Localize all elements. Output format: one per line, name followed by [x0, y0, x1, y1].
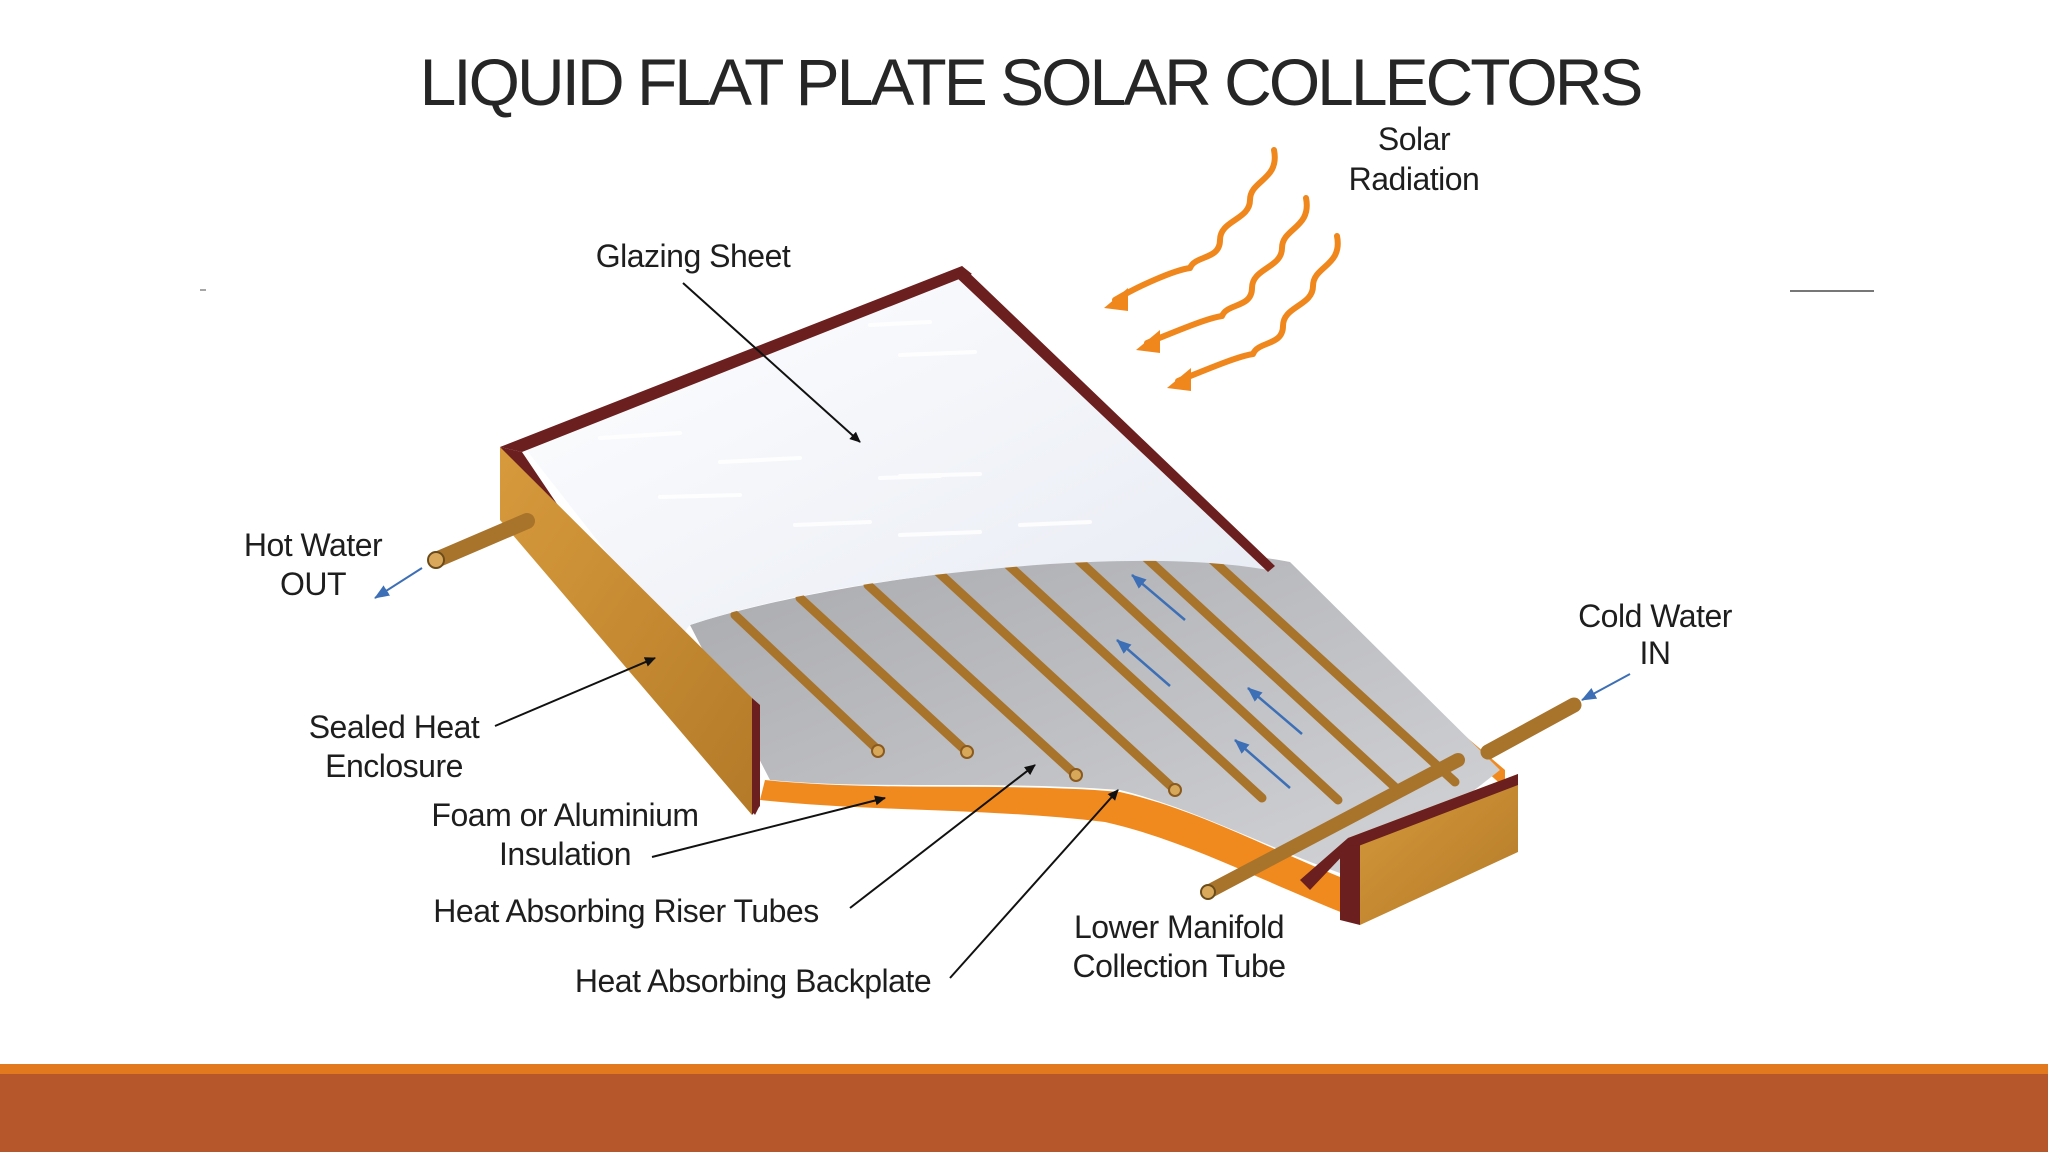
leader-lines [494, 282, 1119, 979]
frame-top-rim [500, 266, 972, 452]
footer-accent-stripe [0, 1064, 2048, 1074]
label-riser-tubes: Heat Absorbing Riser Tubes [433, 893, 818, 929]
cold-water-pipe [1480, 697, 1582, 760]
leader-glazing-sheet [682, 282, 861, 443]
label-manifold-line1: Lower Manifold [1074, 909, 1284, 945]
radiation-arrow-heads [1104, 288, 1191, 391]
cold-water-in-arrow [1581, 673, 1631, 701]
enclosure-right-side [1348, 774, 1518, 925]
riser-tube [795, 593, 972, 757]
frame-right-rim [955, 266, 1275, 572]
solar-radiation-arrows [1112, 147, 1341, 384]
radiation-arrow-head [1167, 368, 1191, 391]
riser-tube [863, 580, 1081, 780]
leader-sealed-heat [494, 657, 656, 727]
flow-arrow [1131, 574, 1186, 621]
lower-manifold-tube-end [1200, 884, 1216, 900]
water-flow-indicators [374, 567, 1631, 701]
riser-tube-ends [871, 744, 1182, 797]
enclosure-right-rim [1348, 774, 1518, 850]
leader-backplate [949, 789, 1119, 979]
slide-title: LIQUID FLAT PLATE SOLAR COLLECTORS [419, 45, 1644, 119]
label-cold-water-line1: Cold Water [1578, 598, 1733, 634]
label-glazing-sheet: Glazing Sheet [596, 238, 791, 274]
label-foam-line1: Foam or Aluminium [431, 797, 698, 833]
hot-water-pipe-end [427, 551, 445, 569]
hot-water-pipe [428, 513, 535, 568]
flow-arrow [1234, 739, 1291, 789]
label-backplate: Heat Absorbing Backplate [575, 963, 931, 999]
leader-foam [651, 795, 886, 858]
radiation-arrow [1175, 233, 1341, 384]
enclosure-bottom-edge [1300, 838, 1348, 890]
label-sealed-heat-line1: Sealed Heat [309, 709, 480, 745]
label-cold-water-line2: IN [1640, 635, 1671, 671]
radiation-arrow-head [1136, 330, 1160, 353]
riser-tube [1000, 557, 1267, 803]
riser-tube [1203, 551, 1460, 787]
riser-tube [730, 610, 883, 755]
riser-tube [1070, 552, 1343, 805]
riser-tubes [730, 550, 1460, 805]
flow-arrow [1247, 687, 1303, 735]
glazing-highlights [598, 320, 1092, 537]
riser-tube [933, 567, 1180, 795]
label-solar-radiation-line2: Radiation [1349, 161, 1480, 197]
enclosure-left-side-front [752, 698, 760, 815]
radiation-arrow [1112, 147, 1278, 303]
riser-tube [1138, 550, 1403, 795]
enclosure-right-front [1340, 845, 1360, 925]
radiation-arrow [1144, 195, 1310, 346]
enclosure-left-side [500, 447, 752, 815]
leader-riser-tubes [849, 764, 1036, 909]
footer-band [0, 1064, 2048, 1152]
radiation-arrow-head [1104, 288, 1128, 311]
lower-manifold-tube [1201, 753, 1465, 899]
label-hot-water-line2: OUT [280, 566, 346, 602]
hot-water-out-arrow [374, 567, 423, 599]
glazing-sheet [525, 272, 1268, 650]
label-foam-line2: Insulation [499, 836, 631, 872]
insulation-layer [760, 780, 1360, 915]
flow-arrow [1116, 639, 1171, 687]
label-solar-radiation-line1: Solar [1378, 121, 1451, 157]
flow-arrows [1116, 574, 1303, 789]
label-sealed-heat-line2: Enclosure [325, 748, 463, 784]
label-hot-water-line1: Hot Water [244, 527, 383, 563]
label-manifold-line2: Collection Tube [1072, 948, 1285, 984]
